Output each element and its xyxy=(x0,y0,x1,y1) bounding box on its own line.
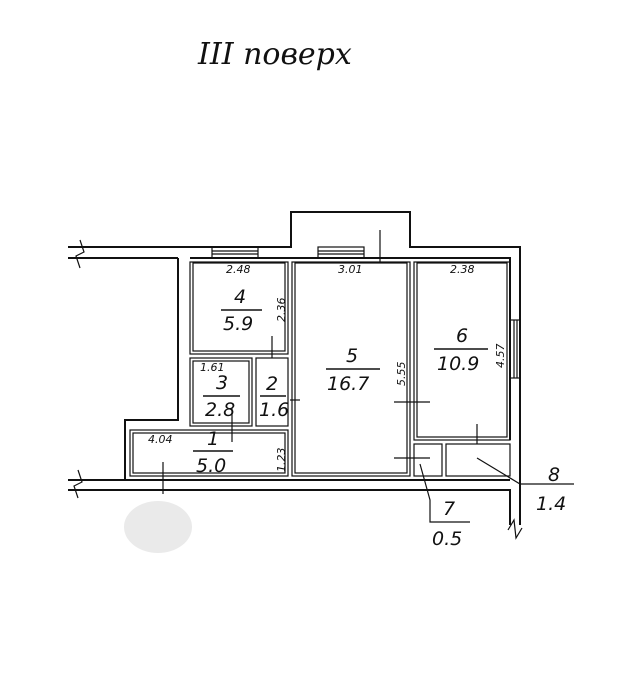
room-3-width: 1.61 xyxy=(200,361,225,374)
room-1-width: 4.04 xyxy=(148,433,173,446)
room-3-number: 3 xyxy=(216,372,228,394)
room-6-depth: 4.57 xyxy=(494,344,507,369)
room-5-width: 3.01 xyxy=(338,263,363,276)
room-4-area: 5.9 xyxy=(223,313,253,335)
room-2: 2 1.6 xyxy=(259,373,289,421)
room-1-depth: 1.23 xyxy=(275,448,288,473)
room-1-number: 1 xyxy=(207,428,219,450)
room-8: 8 1.4 xyxy=(476,457,574,515)
room-8-area: 1.4 xyxy=(536,493,566,515)
room-7-area: 0.5 xyxy=(432,528,462,550)
room-5: 5 16.7 3.01 5.55 xyxy=(326,263,408,395)
room-4-depth: 2.36 xyxy=(275,298,288,323)
room-5-depth: 5.55 xyxy=(395,362,408,387)
room-1-area: 5.0 xyxy=(196,455,226,477)
windows xyxy=(211,246,521,379)
room-5-number: 5 xyxy=(346,345,358,367)
room-1: 1 5.0 4.04 1.23 xyxy=(148,428,288,477)
room-2-area: 1.6 xyxy=(259,399,289,421)
blurred-mark xyxy=(124,501,192,553)
room-6: 6 10.9 2.38 4.57 xyxy=(434,263,507,375)
outer-walls xyxy=(68,211,523,540)
interior-walls xyxy=(129,230,511,494)
room-3-area: 2.8 xyxy=(205,399,235,421)
room-4-number: 4 xyxy=(234,286,246,308)
room-5-area: 16.7 xyxy=(327,373,369,395)
room-4: 4 5.9 2.48 2.36 xyxy=(221,263,288,335)
room-3: 3 2.8 1.61 xyxy=(200,361,240,421)
room-6-width: 2.38 xyxy=(450,263,475,276)
room-4-width: 2.48 xyxy=(226,263,251,276)
room-6-number: 6 xyxy=(456,325,468,347)
floor-title: III поверх xyxy=(197,37,352,72)
room-2-number: 2 xyxy=(266,373,278,395)
room-6-area: 10.9 xyxy=(437,353,479,375)
room-8-number: 8 xyxy=(548,464,560,486)
room-7-number: 7 xyxy=(443,498,455,520)
room-7: 7 0.5 xyxy=(419,463,470,550)
